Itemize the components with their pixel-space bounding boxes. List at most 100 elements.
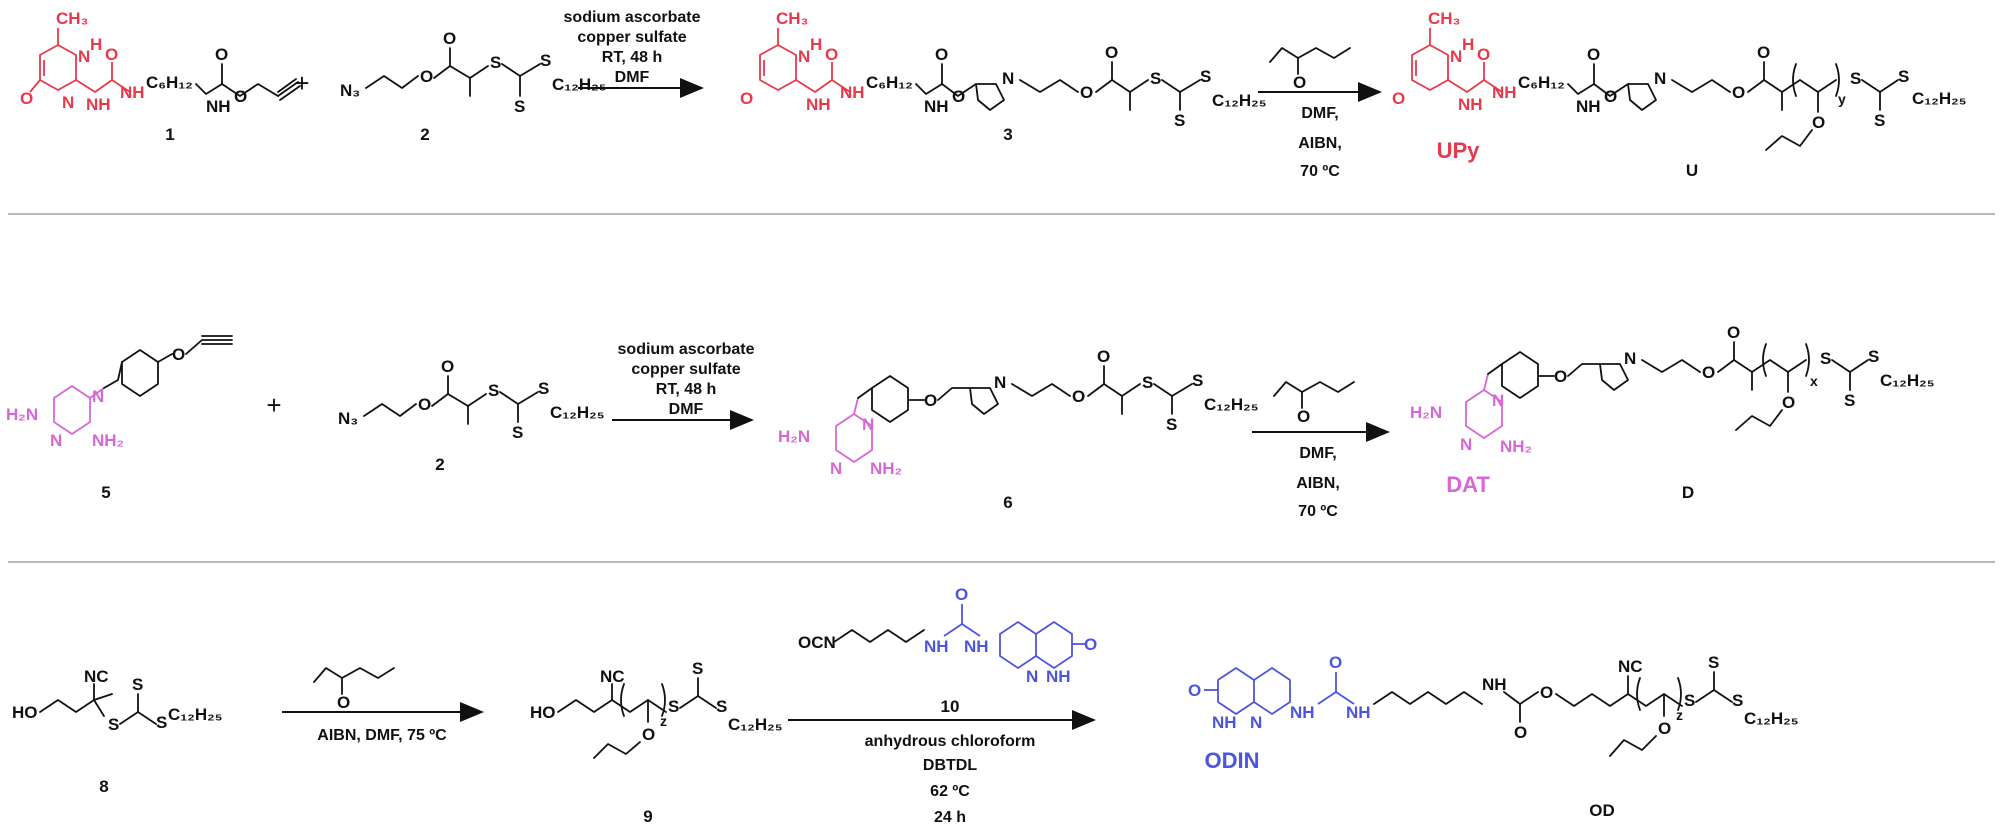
condition-line: sodium ascorbate [564,9,701,26]
nitrogen-label: N [62,93,74,112]
sulfur-label: S [668,697,679,716]
oxygen-label: O [1540,683,1553,702]
c12h25-label: C₁₂H₂₅ [550,403,605,422]
ch3-label: CH₃ [776,9,808,28]
h2n-label: H₂N [6,405,38,424]
nitrogen-label: N [1002,69,1014,88]
dat-label: DAT [1446,472,1490,497]
reaction-arrow-6: OCN O NH NH O N NH 10 anhydrous chlorofo… [788,585,1097,826]
sulfur-label: S [1844,391,1855,410]
sulfur-label: S [1192,371,1203,390]
condition-line: 70 ºC [1298,503,1338,520]
nh-label: NH [1212,713,1237,732]
oxygen-label: O [1293,73,1306,92]
oxygen-label: O [1732,83,1745,102]
oxygen-label: O [1514,723,1527,742]
c12h25-label: C₁₂H₂₅ [1912,89,1967,108]
compound-8-label: 8 [99,777,108,796]
product-d-structure: H₂N N N NH₂ O N O O x O S S [1410,323,1935,456]
nh-label: NH [1576,97,1601,116]
oxygen-label: O [1587,45,1600,64]
oxygen-label: O [418,395,431,414]
nh2-label: NH₂ [1500,437,1532,456]
ho-label: HO [530,703,556,722]
nh-label: NH [840,83,865,102]
sulfur-label: S [490,53,501,72]
condition-line: AIBN, DMF, 75 ºC [317,727,447,744]
condition-line: AIBN, [1298,135,1342,152]
compound-3-label: 3 [1003,125,1012,144]
condition-line: RT, 48 h [656,381,716,398]
azide-label: N₃ [338,409,358,428]
ch3-label: CH₃ [56,9,88,28]
h2n-label: H₂N [1410,403,1442,422]
sulfur-label: S [1142,373,1153,392]
compound-6-label: 6 [1003,493,1012,512]
oxygen-label: O [443,29,456,48]
condition-line: DMF, [1301,105,1338,122]
oxygen-label: O [172,345,185,364]
oxygen-label: O [105,45,118,64]
compound-1-structure: CH₃ O N H N O NH NH C₆H₁₂ O NH O [20,9,301,116]
reaction-arrow-4: O DMF, AIBN, 70 ºC [1252,381,1390,520]
oxygen-label: O [1702,363,1715,382]
subscript-x: x [1810,373,1818,389]
product-od-structure: O NH N NH O NH NH O O NC z O [1188,653,1799,757]
row3-odin-synthesis: HO NC S S S C₁₂H₂₅ 8 O AIBN, DMF, 75 ºC … [12,585,1799,826]
compound-2-label: 2 [435,455,444,474]
condition-line: DBTDL [923,757,977,774]
nitrogen-label: N [1250,713,1262,732]
c12h25-label: C₁₂H₂₅ [552,75,607,94]
sulfur-label: S [156,713,167,732]
plus-sign: + [294,68,309,98]
product-u-label: U [1686,161,1698,180]
nh-label: NH [120,83,145,102]
plus-sign: + [266,390,281,420]
subscript-y: y [1838,91,1846,107]
oxygen-label: O [955,585,968,604]
oxygen-label: O [825,45,838,64]
nitrogen-label: N [862,415,874,434]
sulfur-label: S [1150,69,1161,88]
condition-line: 70 ºC [1300,163,1340,180]
condition-line: copper sulfate [631,361,740,378]
compound-6-structure: H₂N N N NH₂ O N O O S S S C₁₂H₂₅ [778,347,1259,478]
nh-label: NH [924,97,949,116]
nh-label: NH [964,637,989,656]
compound-1-label: 1 [165,125,174,144]
sulfur-label: S [538,379,549,398]
row2-dat-synthesis: H₂N N N NH₂ O 5 + N₃ O O S S S [6,323,1935,520]
oxygen-label: O [1782,393,1795,412]
c12h25-label: C₁₂H₂₅ [1744,709,1799,728]
h-label: H [90,35,102,54]
h-label: H [810,35,822,54]
ocn-label: OCN [798,633,836,652]
sulfur-label: S [1174,111,1185,130]
h-label: H [1462,35,1474,54]
oxygen-label: O [20,89,33,108]
nitrogen-label: N [994,373,1006,392]
oxygen-label: O [441,357,454,376]
reaction-arrow-5: O AIBN, DMF, 75 ºC [282,667,484,744]
product-u-structure: CH₃ O N H O NH NH C₆H₁₂ O NH O N O O y [1392,9,1967,151]
sulfur-label: S [1850,69,1861,88]
sulfur-label: S [1898,67,1909,86]
oxygen-label: O [234,87,247,106]
condition-line: 62 ºC [930,783,970,800]
nitrogen-label: N [1654,69,1666,88]
oxygen-label: O [642,725,655,744]
oxygen-label: O [337,693,350,712]
oxygen-label: O [1105,43,1118,62]
oxygen-label: O [1604,87,1617,106]
row1-upy-synthesis: CH₃ O N H N O NH NH C₆H₁₂ O NH O 1 + N₃ [20,9,1967,180]
nitrogen-label: N [1450,47,1462,66]
oxygen-label: O [924,391,937,410]
oxygen-label: O [420,67,433,86]
nc-label: NC [1618,657,1643,676]
oxygen-label: O [1188,681,1201,700]
sulfur-label: S [540,51,551,70]
nh-label: NH [1290,703,1315,722]
compound-2-structure: N₃ O O S S S C₁₂H₂₅ [340,29,607,116]
condition-line: sodium ascorbate [618,341,755,358]
reagent-10-label: 10 [941,697,960,716]
